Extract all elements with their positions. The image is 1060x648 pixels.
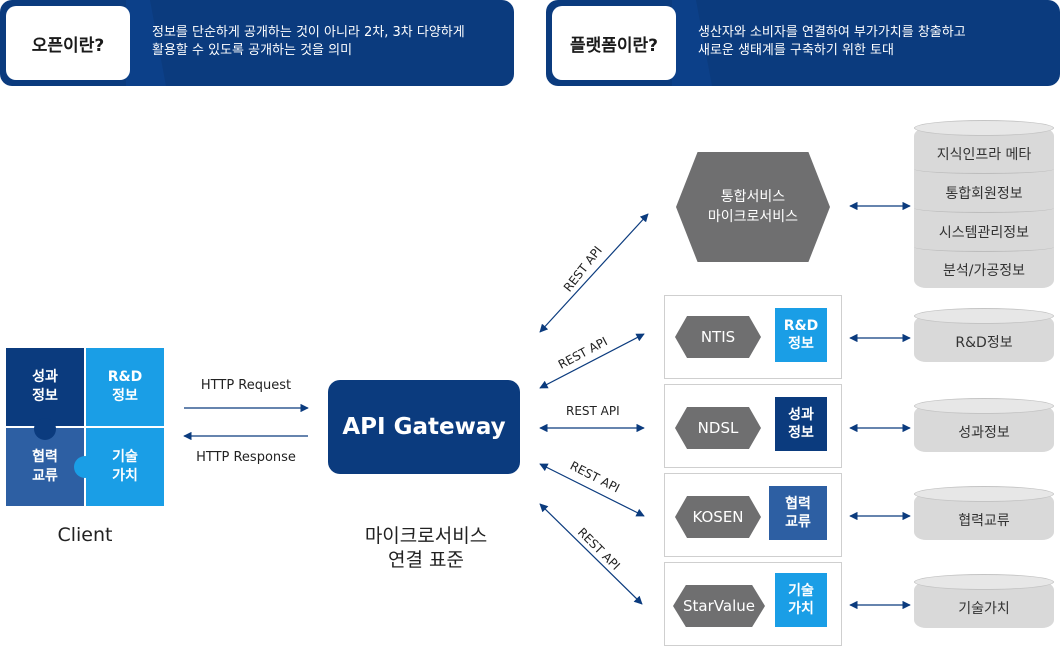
platform-definition-title: 플랫폼이란?	[552, 6, 676, 80]
db-starvalue-label: 기술가치	[958, 600, 1010, 617]
db-top	[914, 308, 1054, 324]
rest-api-label-ndsl: REST API	[566, 404, 620, 418]
service-panel-ndsl: NDSL 성과 정보	[664, 384, 842, 468]
db-ndsl-label: 성과정보	[958, 424, 1010, 441]
gateway-caption: 마이크로서비스 연결 표준	[364, 525, 488, 571]
db-top	[914, 486, 1054, 502]
service-panel-ntis: NTIS R&D 정보	[664, 295, 842, 379]
db-row-meta: 지식인프라 메타	[936, 146, 1032, 163]
ndsl-piece: 성과 정보	[775, 397, 827, 451]
client-piece-cooperation: 협력 교류	[6, 428, 84, 506]
platform-definition-banner: 플랫폼이란? 생산자와 소비자를 연결하여 부가가치를 창출하고 새로운 생태계…	[546, 0, 1060, 86]
client-piece-tech-value: 기술 가치	[86, 428, 164, 506]
http-request-label: HTTP Request	[200, 378, 292, 393]
puzzle-knob	[34, 418, 56, 440]
db-row-analysis: 분석/가공정보	[943, 262, 1025, 279]
db-kosen-label: 협력교류	[958, 512, 1010, 529]
open-definition-text: 정보를 단순하게 공개하는 것이 아니라 2차, 3차 다양하게 활용할 수 있…	[152, 25, 465, 58]
integrated-microservice-hub: 통합서비스 마이크로서비스	[676, 152, 830, 262]
api-gateway: API Gateway	[328, 380, 520, 474]
db-top	[914, 398, 1054, 414]
service-kosen: KOSEN	[675, 496, 761, 538]
service-starvalue: StarValue	[673, 585, 765, 627]
db-ntis-label: R&D정보	[955, 334, 1013, 351]
service-ndsl: NDSL	[675, 407, 761, 449]
db-row-system: 시스템관리정보	[938, 224, 1030, 241]
client-piece-rnd: R&D 정보	[86, 348, 164, 426]
client-piece-performance: 성과 정보	[6, 348, 84, 426]
open-definition-title: 오픈이란?	[6, 6, 130, 80]
db-starvalue: 기술가치	[914, 574, 1054, 628]
client-label: Client	[57, 524, 113, 546]
rest-api-ntis-arrow	[539, 333, 645, 389]
db-separator	[914, 203, 1054, 213]
service-panel-starvalue: StarValue 기술 가치	[664, 562, 842, 646]
rest-api-starvalue-arrow	[539, 503, 643, 605]
db-kosen: 협력교류	[914, 486, 1054, 540]
kosen-piece: 협력 교류	[769, 486, 827, 540]
db-separator	[914, 164, 1054, 174]
puzzle-knob	[74, 456, 96, 478]
service-ntis: NTIS	[675, 316, 761, 358]
platform-definition-text: 생산자와 소비자를 연결하여 부가가치를 창출하고 새로운 생태계를 구축하기 …	[698, 25, 966, 58]
db-ntis: R&D정보	[914, 308, 1054, 362]
starvalue-piece: 기술 가치	[775, 573, 827, 627]
db-separator	[914, 242, 1054, 252]
http-response-label: HTTP Response	[196, 450, 296, 465]
db-top	[914, 120, 1054, 136]
ntis-piece: R&D 정보	[775, 308, 827, 362]
rest-api-hub-arrow	[539, 213, 649, 333]
service-panel-kosen: KOSEN 협력 교류	[664, 473, 842, 557]
hub-database: 지식인프라 메타 통합회원정보 시스템관리정보 분석/가공정보	[914, 120, 1054, 288]
db-top	[914, 574, 1054, 590]
db-ndsl: 성과정보	[914, 398, 1054, 452]
db-row-members: 통합회원정보	[945, 185, 1023, 202]
open-definition-banner: 오픈이란? 정보를 단순하게 공개하는 것이 아니라 2차, 3차 다양하게 활…	[0, 0, 514, 86]
